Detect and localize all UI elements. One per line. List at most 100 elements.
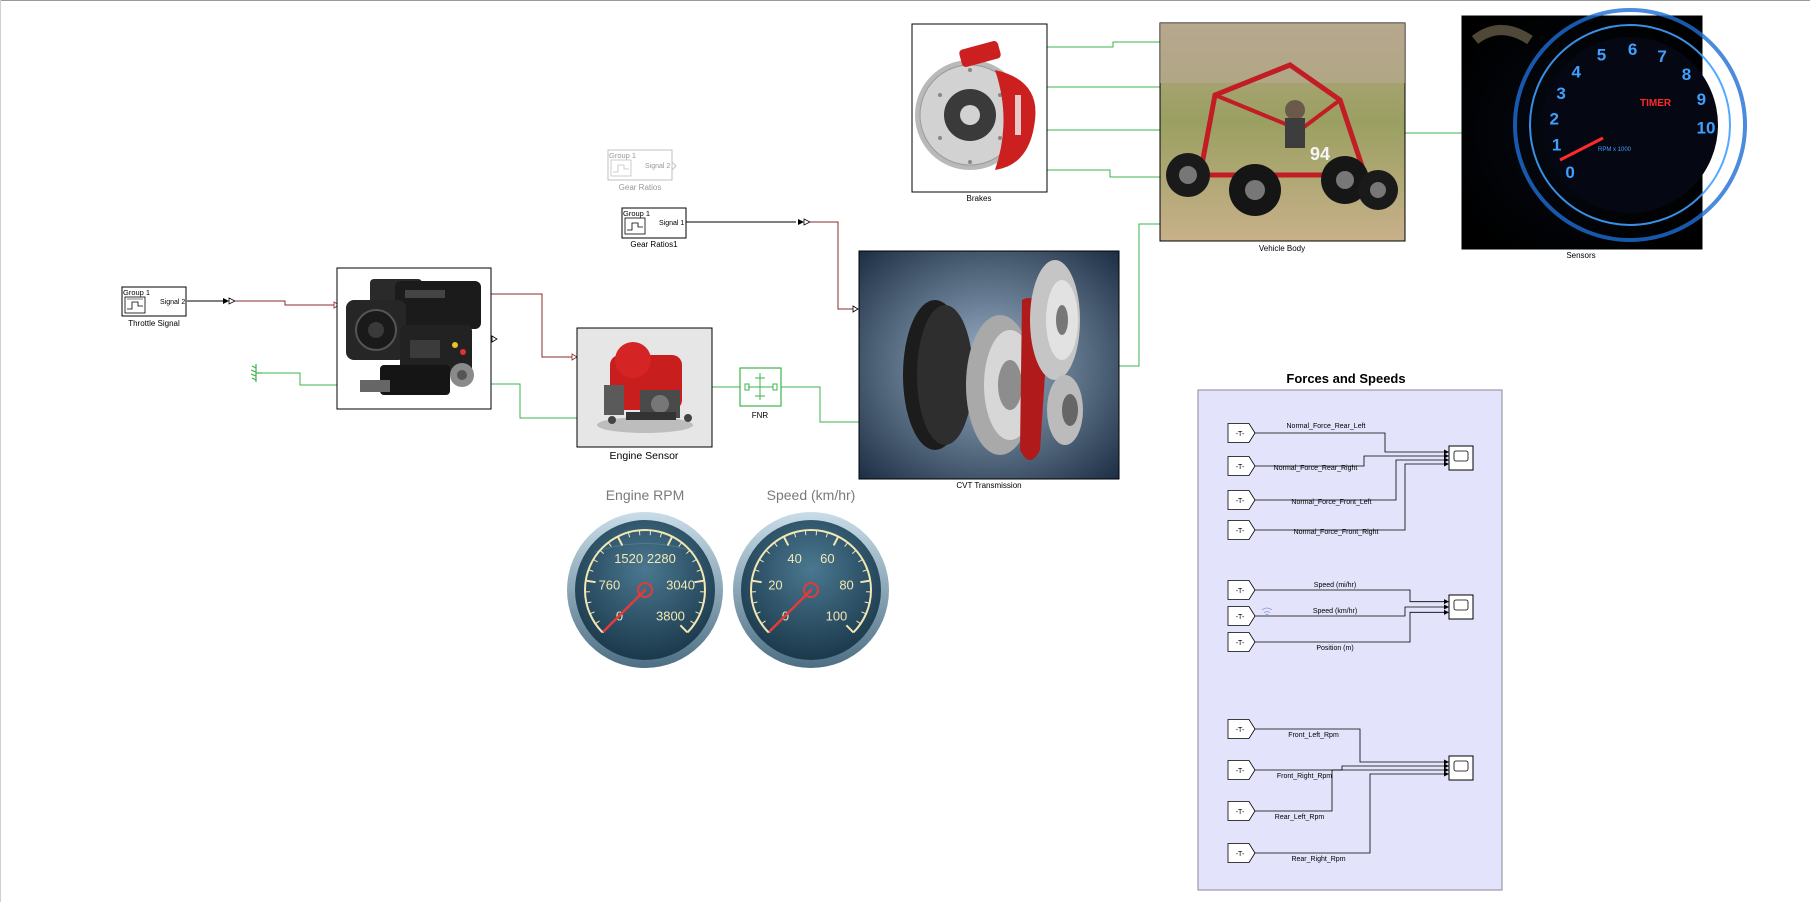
signal-name-label: Speed (km/hr) bbox=[1313, 608, 1357, 615]
cvt-transmission-block[interactable] bbox=[858, 250, 1120, 480]
gauge-tick bbox=[754, 569, 760, 572]
tach-caption-text: RPM x 1000 bbox=[1598, 147, 1632, 153]
signal-name-label: Front_Right_Rpm bbox=[1277, 773, 1332, 780]
signal-name-label: Speed (mi/hr) bbox=[1314, 582, 1356, 589]
engine-rpm-gauge[interactable]: Engine RPM 07601520228030403800 bbox=[567, 487, 723, 668]
gauge-tick bbox=[593, 559, 598, 563]
gear-ratios-block[interactable] bbox=[607, 149, 677, 181]
wire-arrow bbox=[1444, 759, 1449, 765]
brake-disc-icon bbox=[915, 41, 1036, 170]
fnr-block[interactable] bbox=[739, 367, 782, 407]
gauge-tick-label: 1520 bbox=[614, 551, 643, 566]
gauge-tick bbox=[851, 549, 857, 555]
gauge-tick bbox=[862, 569, 868, 572]
gauge-tick bbox=[861, 611, 867, 615]
from-tag-block[interactable] bbox=[1227, 719, 1256, 739]
sensors-label: Sensors bbox=[1566, 251, 1595, 260]
gauge-tick bbox=[586, 601, 592, 604]
engine-sensor-block[interactable] bbox=[576, 327, 713, 448]
from-tag-block[interactable] bbox=[1227, 456, 1256, 476]
engine-rpm-gauge-needle bbox=[602, 582, 653, 633]
gear-ratios1-signal-text: Signal 1 bbox=[659, 220, 684, 227]
tachometer-icon: TIMER RPM x 1000 bbox=[1471, 8, 1747, 242]
gauge-tick-label: 80 bbox=[839, 577, 853, 592]
tach-tick-label: 8 bbox=[1682, 65, 1691, 84]
speed-gauge[interactable]: Speed (km/hr) 020406080100 bbox=[733, 487, 889, 668]
wire-arrow bbox=[1444, 604, 1449, 610]
wire-arrow bbox=[1444, 453, 1449, 459]
tach-tick-label: 0 bbox=[1565, 163, 1574, 182]
from-tag-block[interactable] bbox=[1227, 580, 1256, 600]
vehicle-body-block[interactable]: 94 bbox=[1159, 22, 1406, 242]
wire-arrow bbox=[1444, 767, 1449, 773]
signal-wire bbox=[1255, 765, 1445, 771]
engine-rpm-gauge-title: Engine RPM bbox=[606, 487, 685, 503]
from-tag-block[interactable] bbox=[1227, 520, 1256, 540]
gauge-tick bbox=[845, 624, 855, 634]
from-tag-block[interactable] bbox=[1227, 760, 1256, 780]
gauge-tick bbox=[690, 620, 695, 625]
throttle-signal-text: Signal 2 bbox=[160, 299, 185, 306]
gauge-tick bbox=[793, 532, 797, 538]
engine-block[interactable] bbox=[336, 267, 492, 410]
scope-icon bbox=[1453, 760, 1469, 772]
gauge-tick bbox=[589, 611, 595, 615]
gauge-tick bbox=[765, 549, 771, 555]
gauge-tick bbox=[627, 532, 631, 538]
gauge-tick bbox=[752, 601, 758, 604]
from-tag-text: -T- bbox=[1236, 809, 1245, 816]
tach-tick-label: 10 bbox=[1696, 119, 1715, 138]
gauge-tick bbox=[825, 532, 829, 538]
tach-tick-label: 1 bbox=[1552, 136, 1561, 155]
brakes-label: Brakes bbox=[967, 194, 992, 203]
from-tag-block[interactable] bbox=[1227, 632, 1256, 652]
cvt-transmission-label: CVT Transmission bbox=[956, 481, 1021, 490]
signal-name-label: Position (m) bbox=[1316, 645, 1353, 652]
gear-ratios1-label: Gear Ratios1 bbox=[630, 240, 678, 249]
gauge-tick bbox=[607, 542, 612, 547]
forces-speeds-panel-content: -T-Normal_Force_Rear_Left-T-Normal_Force… bbox=[1227, 423, 1474, 863]
from-tag-block[interactable] bbox=[1227, 606, 1256, 626]
gauge-tick bbox=[678, 542, 683, 547]
gauge-tick bbox=[679, 624, 689, 634]
gauge-tick bbox=[864, 601, 870, 604]
from-tag-text: -T- bbox=[1236, 528, 1245, 535]
ground-icon[interactable] bbox=[250, 364, 262, 382]
signal-name-label: Normal_Force_Front_Left bbox=[1291, 499, 1371, 506]
gauge-tick bbox=[666, 536, 674, 546]
tach-tick-label: 3 bbox=[1556, 84, 1565, 103]
gear-ratios1-block[interactable] bbox=[621, 207, 687, 239]
gauge-tick bbox=[585, 579, 596, 584]
gauge-tick-label: 3040 bbox=[666, 577, 695, 592]
signal-wire bbox=[1255, 611, 1445, 643]
gauge-tick bbox=[685, 549, 691, 555]
from-tag-block[interactable] bbox=[1227, 801, 1256, 821]
throttle-group-text: Group 1 bbox=[123, 288, 150, 297]
from-tag-text: -T- bbox=[1236, 768, 1245, 775]
gauge-needle-line bbox=[768, 588, 813, 633]
from-tag-block[interactable] bbox=[1227, 843, 1256, 863]
from-tag-block[interactable] bbox=[1227, 423, 1256, 443]
from-tag-block[interactable] bbox=[1227, 490, 1256, 510]
from-tag-text: -T- bbox=[1236, 588, 1245, 595]
brakes-block[interactable] bbox=[911, 23, 1048, 193]
gauge-tick bbox=[696, 569, 702, 572]
tach-tick-label: 5 bbox=[1597, 46, 1606, 65]
gauge-tick-label: 60 bbox=[820, 551, 834, 566]
from-tag-text: -T- bbox=[1236, 614, 1245, 621]
signal-name-label: Normal_Force_Rear_Right bbox=[1274, 465, 1358, 472]
signal-name-label: Rear_Right_Rpm bbox=[1291, 856, 1345, 863]
engine-icon bbox=[346, 279, 481, 395]
wire-arrow bbox=[1444, 449, 1449, 455]
gauge-tick-label: 40 bbox=[787, 551, 801, 566]
tach-tick-label: 2 bbox=[1550, 109, 1559, 128]
gauge-hub bbox=[637, 582, 653, 598]
wire-arrow bbox=[1444, 457, 1449, 463]
throttle-signal-block[interactable] bbox=[121, 286, 187, 317]
signal-wire bbox=[1255, 459, 1445, 501]
from-tag-text: -T- bbox=[1236, 851, 1245, 858]
forces-speeds-panel[interactable]: Forces and Speeds -T-Normal_Force_Rear_L… bbox=[1197, 371, 1503, 891]
wire-arrow bbox=[1444, 599, 1449, 605]
